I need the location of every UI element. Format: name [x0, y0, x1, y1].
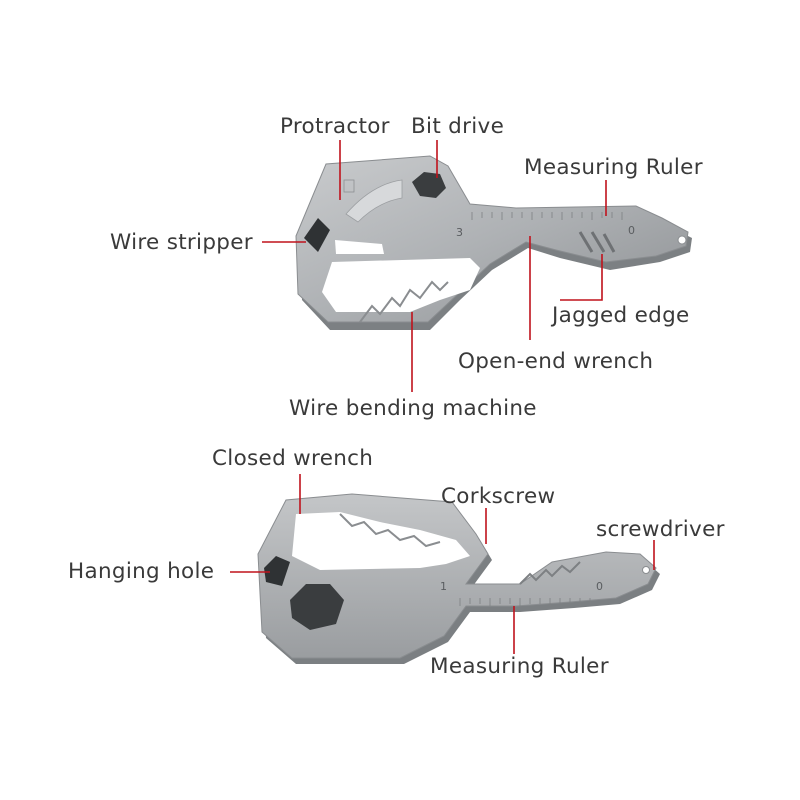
- label-jagged-edge: Jagged edge: [552, 303, 690, 328]
- label-corkscrew: Corkscrew: [441, 484, 556, 509]
- label-open-end-wrench: Open-end wrench: [458, 349, 654, 374]
- label-measuring-ruler-top: Measuring Ruler: [524, 155, 703, 180]
- multitool-key-top: 3 0: [295, 155, 692, 330]
- multitool-key-bottom: 1 0: [257, 493, 660, 664]
- label-screwdriver: screwdriver: [596, 517, 725, 542]
- ruler-number-left: 3: [456, 226, 463, 239]
- ruler-number-left: 1: [440, 580, 447, 593]
- label-bit-drive: Bit drive: [411, 114, 505, 139]
- label-wire-bending-machine: Wire bending machine: [289, 396, 537, 421]
- leader-lines: [230, 140, 655, 654]
- label-closed-wrench: Closed wrench: [212, 446, 374, 471]
- label-wire-stripper: Wire stripper: [110, 230, 253, 255]
- leader-jagged-edge: [560, 254, 603, 301]
- label-hanging-hole: Hanging hole: [68, 559, 215, 584]
- ruler-number-right: 0: [628, 224, 635, 237]
- label-measuring-ruler-bottom: Measuring Ruler: [430, 654, 609, 679]
- label-protractor: Protractor: [280, 114, 390, 139]
- ruler-number-right: 0: [596, 580, 603, 593]
